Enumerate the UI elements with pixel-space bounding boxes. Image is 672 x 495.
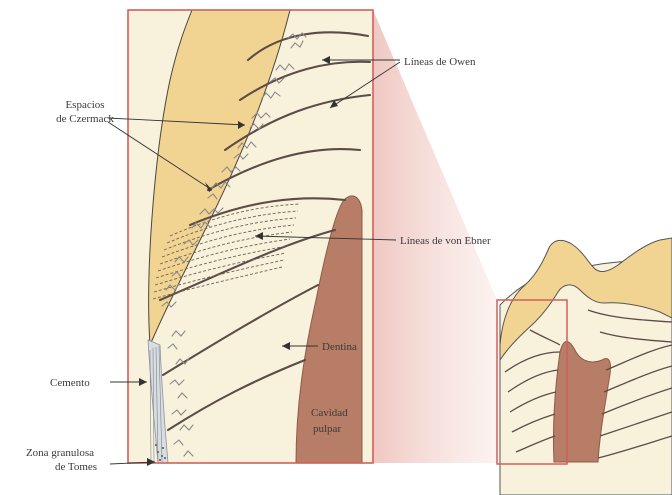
tooth-overview xyxy=(497,238,672,495)
label-czermack-line1: Espacios xyxy=(65,99,104,111)
label-czermack-line2: de Czermack xyxy=(56,113,114,125)
label-cemento: Cemento xyxy=(50,377,90,389)
label-tomes-line1: Zona granulosa xyxy=(26,447,94,459)
label-dentina: Dentina xyxy=(322,341,357,353)
label-tomes-line2: de Tomes xyxy=(55,461,97,473)
label-ebner: Líneas de von Ebner xyxy=(400,235,491,247)
label-cavidad-line2: pulpar xyxy=(313,423,341,435)
label-cavidad-line1: Cavidad xyxy=(311,407,348,419)
label-owen: Líneas de Owen xyxy=(404,56,476,68)
detail-panel xyxy=(128,10,373,463)
